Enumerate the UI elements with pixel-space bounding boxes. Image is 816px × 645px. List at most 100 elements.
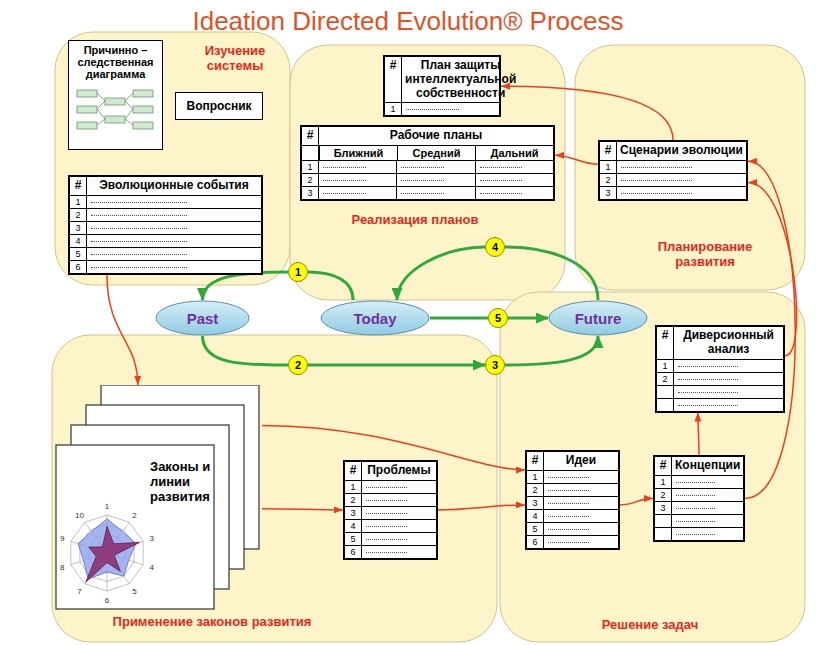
axis-number: 4 bbox=[145, 563, 159, 572]
hash-sign: # bbox=[657, 327, 674, 359]
timeline-arrow bbox=[308, 272, 353, 300]
row-cell bbox=[475, 161, 553, 173]
row-cell bbox=[674, 399, 783, 411]
table-title: Концепции bbox=[672, 457, 743, 475]
row-cell bbox=[362, 533, 436, 545]
hash-sign: # bbox=[385, 57, 402, 102]
step-number-circle: 1 bbox=[288, 262, 308, 282]
step-number: 1 bbox=[295, 266, 301, 278]
table-header: #План защиты интеллектуальной собственно… bbox=[385, 57, 499, 102]
column-header: Ближний bbox=[319, 146, 397, 160]
hash-sign: # bbox=[655, 457, 672, 475]
flow-arrow bbox=[620, 498, 653, 505]
dotted-line bbox=[676, 534, 715, 535]
row-cell bbox=[672, 489, 743, 501]
row-cell bbox=[544, 536, 618, 548]
region-shape bbox=[575, 45, 805, 290]
timeline-arrow bbox=[505, 336, 598, 365]
axis-number: 10 bbox=[72, 511, 86, 520]
axis-number: 7 bbox=[72, 587, 86, 596]
axis-number: 1 bbox=[100, 502, 114, 511]
column-header: Средний bbox=[397, 146, 475, 160]
row-cell bbox=[87, 261, 261, 273]
timeline-arrow bbox=[203, 336, 289, 365]
region-shape bbox=[52, 335, 497, 642]
row-cell bbox=[672, 515, 743, 527]
table-row: 1 bbox=[385, 102, 499, 115]
row-cell bbox=[362, 507, 436, 519]
dotted-line bbox=[548, 477, 589, 478]
row-cell bbox=[674, 373, 783, 385]
table-title: План защиты интеллектуальной собственнос… bbox=[402, 57, 519, 102]
dotted-line bbox=[678, 392, 738, 393]
row-cell bbox=[672, 476, 743, 488]
table-row: 6 bbox=[345, 545, 436, 558]
table-subheader: БлижнийСреднийДальний bbox=[302, 145, 553, 160]
row-cell bbox=[402, 103, 499, 115]
laws-label: Законы и линии развития bbox=[150, 460, 212, 505]
row-number: 1 bbox=[385, 103, 402, 115]
row-number: 6 bbox=[70, 261, 87, 273]
table-row: 2 bbox=[302, 173, 553, 186]
hash-sign: # bbox=[70, 177, 87, 195]
time-ellipse: Past bbox=[155, 300, 250, 336]
time-ellipse: Today bbox=[320, 300, 430, 336]
row-number: 1 bbox=[655, 476, 672, 488]
dotted-line bbox=[480, 180, 523, 181]
table-header: #Диверсионный анализ bbox=[657, 327, 783, 359]
row-cell bbox=[87, 235, 261, 247]
region-title: Решение задач bbox=[580, 618, 720, 633]
row-cell bbox=[319, 174, 396, 186]
dotted-line bbox=[366, 513, 407, 514]
timeline-arrow bbox=[508, 317, 548, 320]
dotted-line bbox=[401, 193, 444, 194]
box-label: Причинно – следственная диаграмма bbox=[69, 41, 162, 80]
table-title: Рабочие планы bbox=[319, 127, 553, 145]
table-row: 4 bbox=[70, 234, 261, 247]
hash-sign: # bbox=[302, 127, 319, 145]
row-number: 2 bbox=[527, 484, 544, 496]
dotted-line bbox=[621, 167, 692, 168]
dotted-line bbox=[548, 490, 589, 491]
row-cell bbox=[617, 174, 746, 186]
row-cell bbox=[87, 209, 261, 221]
cell bbox=[302, 146, 319, 160]
region-title: Изучение системы bbox=[180, 44, 290, 74]
flow-arrow bbox=[555, 155, 598, 164]
table-header: #Сценарии эволюции bbox=[600, 142, 746, 160]
dotted-line bbox=[678, 379, 738, 380]
step-number: 2 bbox=[295, 359, 301, 371]
region: Применение законов развитияЗаконы и лини… bbox=[52, 335, 497, 642]
row-number: 1 bbox=[345, 481, 362, 493]
column-header: Дальний bbox=[475, 146, 553, 160]
row-cell bbox=[475, 174, 553, 186]
step-number-circle: 2 bbox=[288, 355, 308, 375]
flow-arrow bbox=[262, 509, 343, 510]
dotted-line bbox=[91, 267, 187, 268]
dotted-line bbox=[678, 366, 738, 367]
row-cell bbox=[87, 222, 261, 234]
table-row: 4 bbox=[345, 519, 436, 532]
row-number: 2 bbox=[655, 489, 672, 501]
dotted-line bbox=[548, 529, 589, 530]
row-cell bbox=[362, 481, 436, 493]
row-number-cell bbox=[657, 386, 674, 398]
dotted-line bbox=[91, 228, 187, 229]
timeline-arrow bbox=[308, 364, 485, 367]
row-cell bbox=[672, 528, 743, 540]
row-number: 3 bbox=[655, 502, 672, 514]
region-title: Планирование развития bbox=[640, 240, 770, 270]
axis-number: 9 bbox=[55, 534, 69, 543]
axis-number: 2 bbox=[128, 511, 142, 520]
region: Реализация планов#План защиты интеллекту… bbox=[290, 45, 565, 300]
row-number-cell bbox=[655, 515, 672, 527]
table-header: #Проблемы bbox=[345, 462, 436, 480]
table-box: #Диверсионный анализ12 bbox=[655, 325, 785, 413]
dotted-line bbox=[548, 503, 589, 504]
dotted-line bbox=[91, 241, 187, 242]
row-number: 3 bbox=[527, 497, 544, 509]
dotted-line bbox=[621, 193, 692, 194]
dotted-line bbox=[323, 167, 366, 168]
hash-sign: # bbox=[345, 462, 362, 480]
